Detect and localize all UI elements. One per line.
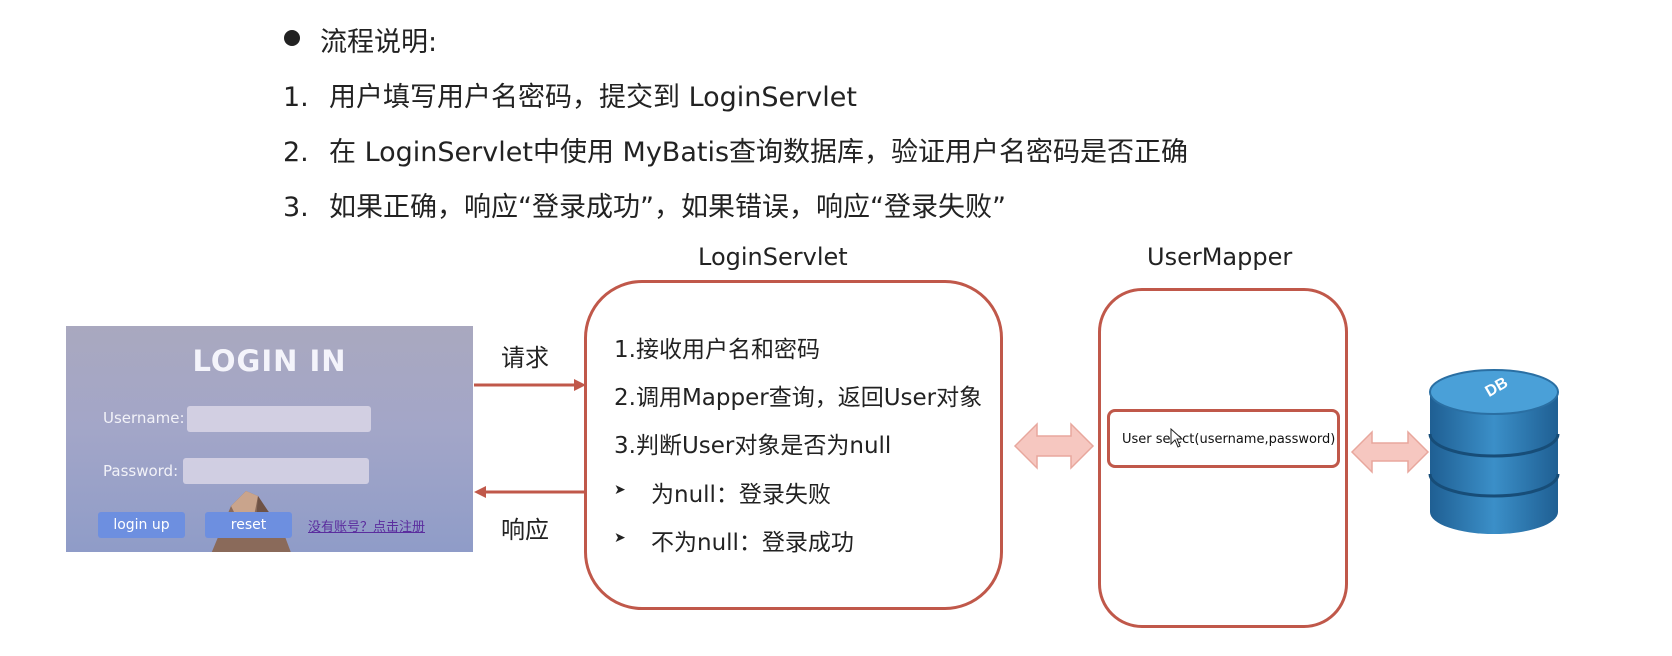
double-arrow-servlet-mapper [1013,422,1095,470]
servlet-step-1: 1.接收用户名和密码 [614,337,820,363]
bullet-arrow-icon: ➤ [614,482,626,498]
register-link[interactable]: 没有账号？点击注册 [308,520,426,535]
user-mapper-title: UserMapper [1147,243,1293,271]
username-label: Username: [103,409,185,427]
intro-item-text: 在 LoginServlet中使用 MyBatis查询数据库，验证用户名密码是否… [329,137,1189,168]
mapper-method-text: User select(username,password) [1122,432,1336,447]
request-arrow-head [574,379,586,391]
login-button[interactable]: login up [98,512,185,538]
request-response-arrows [474,379,586,498]
intro-item-text: 用户填写用户名密码，提交到 LoginServlet [329,82,857,113]
username-input[interactable] [187,406,371,432]
reset-button[interactable]: reset [205,512,292,538]
mapper-method-box [1107,409,1340,468]
intro-item-text: 如果正确，响应“登录成功”，如果错误，响应“登录失败” [329,192,1006,223]
servlet-bullet-1: 为null：登录失败 [651,482,831,508]
login-title: LOGIN IN [192,344,347,378]
request-label: 请求 [501,344,549,372]
response-arrow-head [474,486,486,498]
bullet-dot-icon [284,30,300,46]
intro-item-number: 1. [283,82,309,113]
intro-item-number: 3. [283,192,309,223]
password-input[interactable] [183,458,369,484]
login-panel: LOGIN IN Username: Password: login up re… [66,326,473,552]
double-arrow-mapper-db [1350,430,1430,474]
database-icon: DB [1428,369,1560,534]
password-label: Password: [103,462,179,480]
servlet-bullet-2: 不为null：登录成功 [651,530,854,556]
intro-item-3: 3. 如果正确，响应“登录成功”，如果错误，响应“登录失败” [283,185,1006,224]
response-label: 响应 [501,516,549,544]
servlet-step-3: 3.判断User对象是否为null [614,433,892,459]
intro-heading: 流程说明: [320,27,438,58]
login-servlet-box [584,280,1003,610]
intro-item-1: 1. 用户填写用户名密码，提交到 LoginServlet [283,75,857,114]
login-servlet-title: LoginServlet [698,243,848,271]
mouse-cursor-icon [1170,428,1184,448]
servlet-step-2: 2.调用Mapper查询，返回User对象 [614,385,983,411]
intro-item-number: 2. [283,137,309,168]
intro-item-2: 2. 在 LoginServlet中使用 MyBatis查询数据库，验证用户名密码… [283,130,1188,169]
bullet-arrow-icon: ➤ [614,530,626,546]
